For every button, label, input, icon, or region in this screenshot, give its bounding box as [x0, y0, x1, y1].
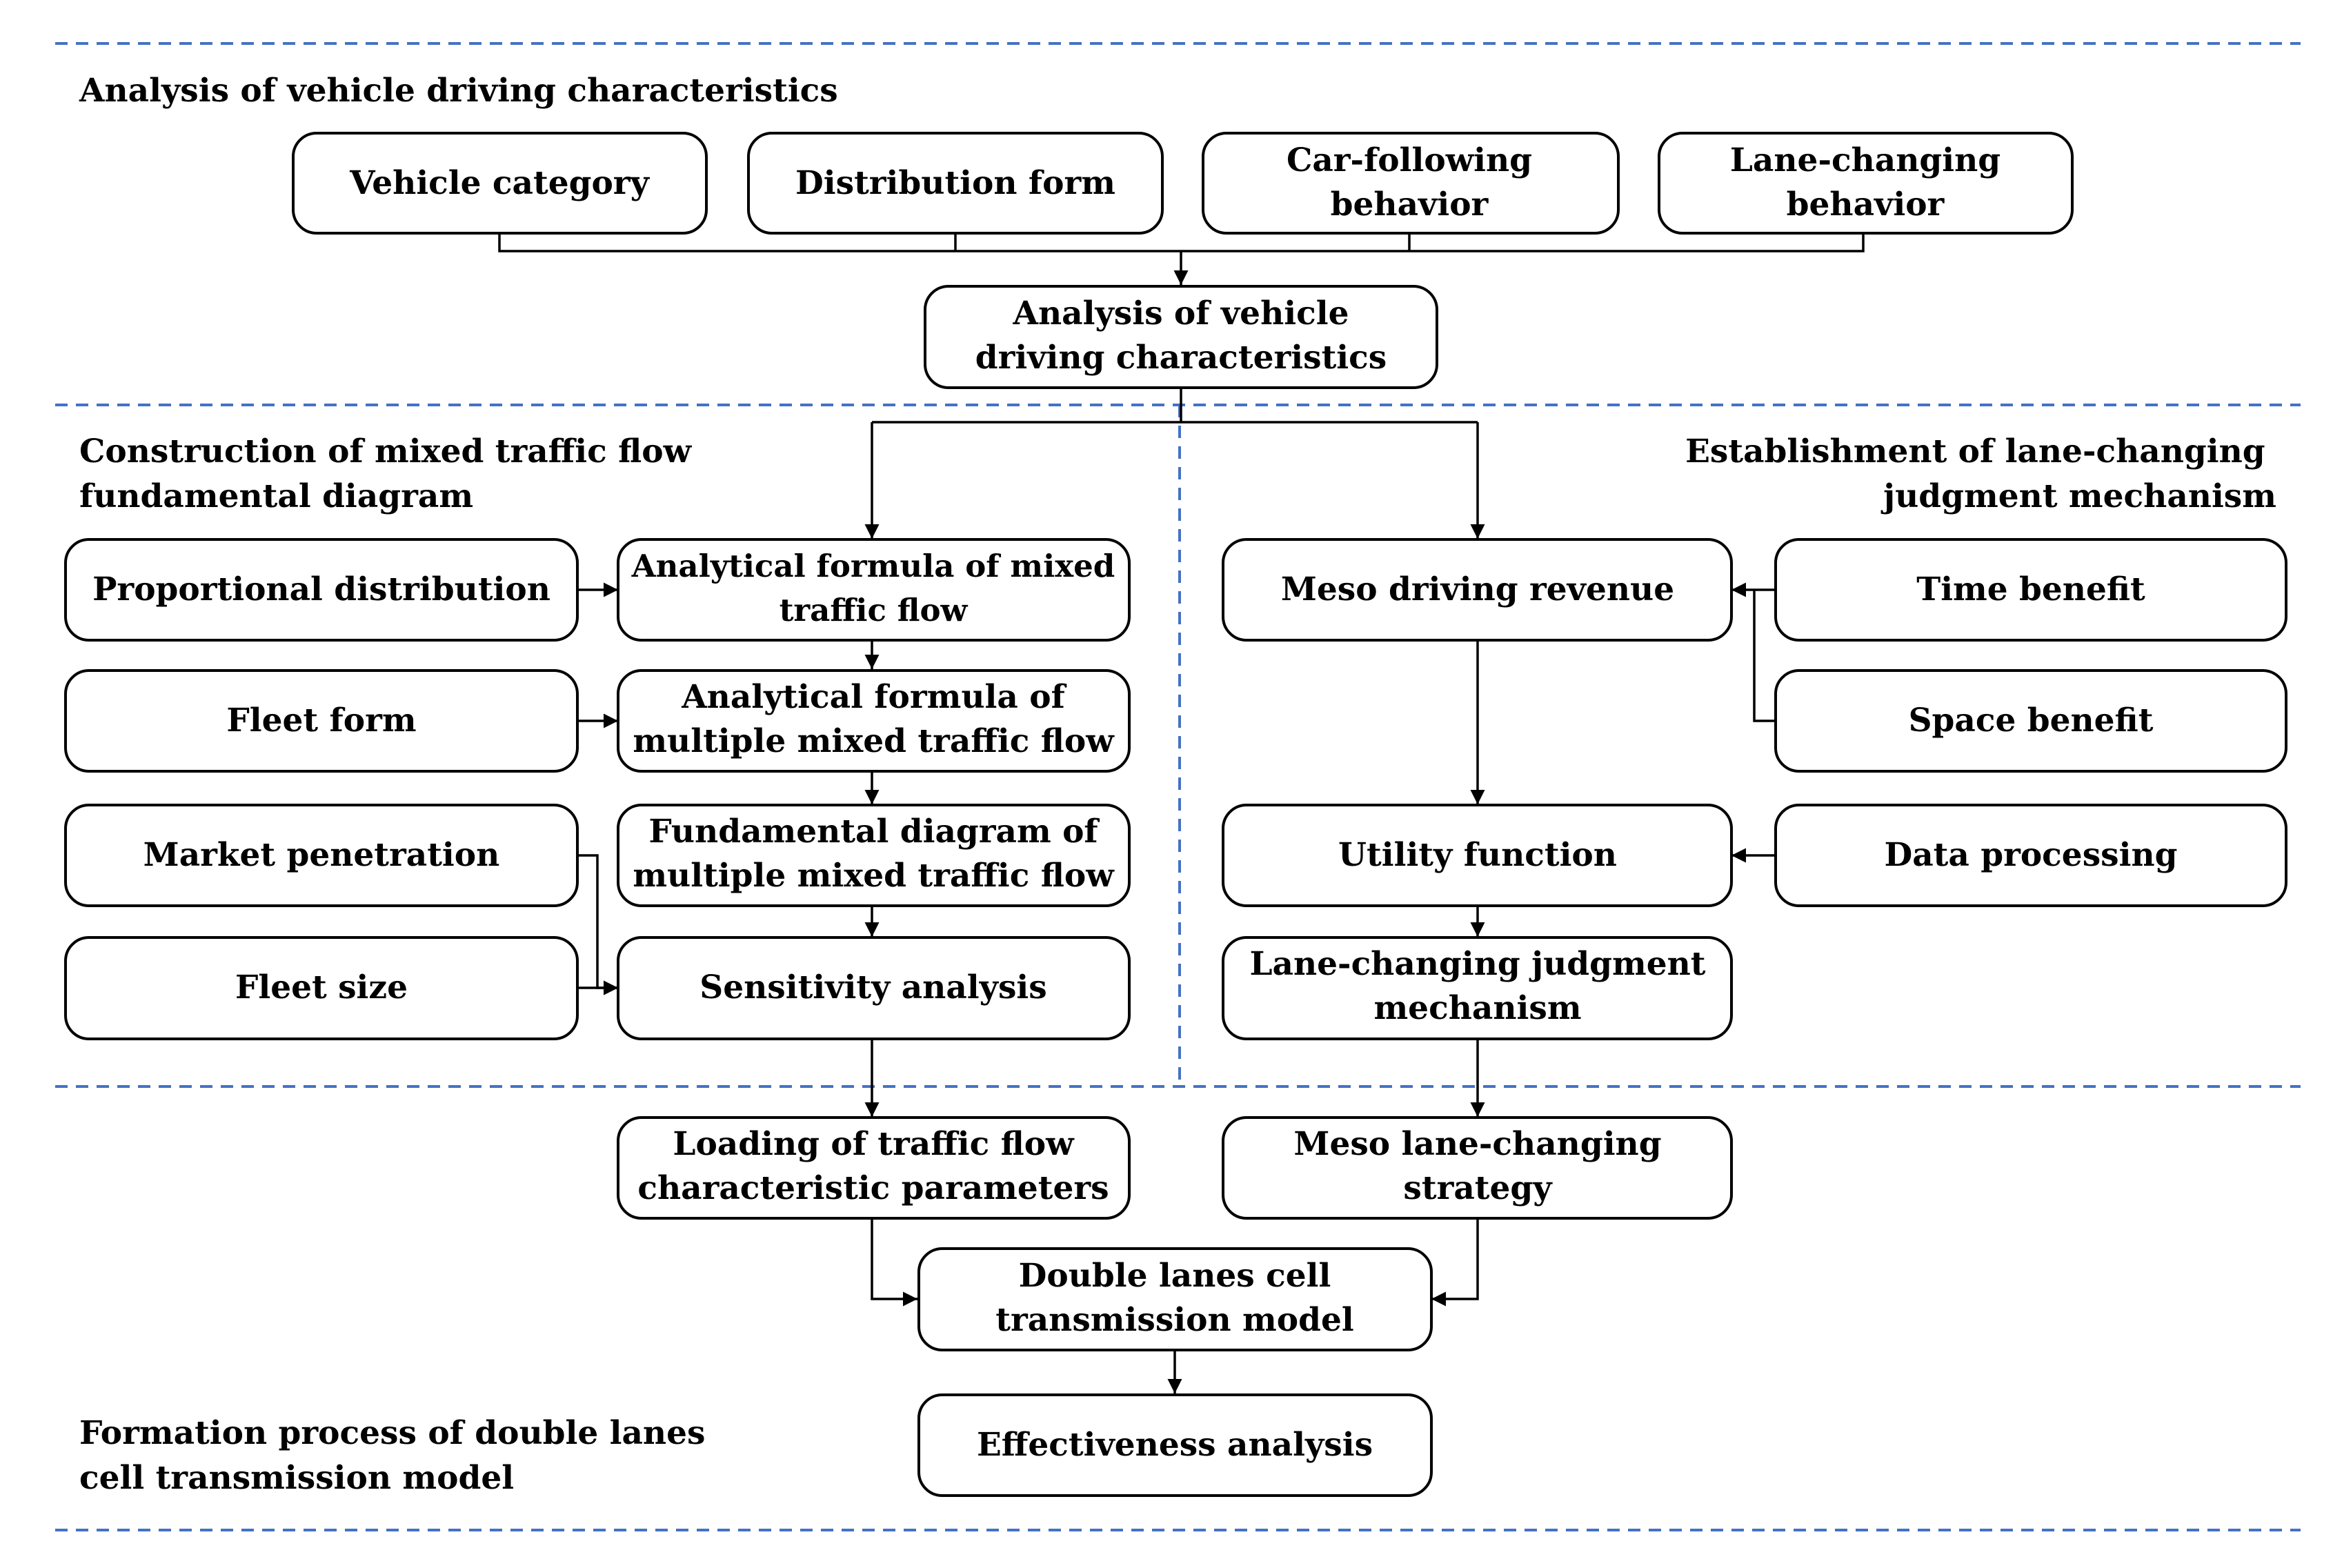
- section-title-establishment-line2: judgment mechanism: [1880, 477, 2276, 515]
- section-title-construction: Construction of mixed traffic flow funda…: [79, 433, 702, 515]
- box-effectiveness: Effectiveness analysis: [917, 1393, 1433, 1497]
- connector-strategy-to-double: [1431, 1218, 1479, 1307]
- box-market-penetration-label: Market penetration: [143, 836, 500, 874]
- box-fleet-form: Fleet form: [64, 669, 579, 773]
- section-title-construction-line1: Construction of mixed traffic flow: [79, 433, 693, 470]
- box-fleet-size-label: Fleet size: [235, 969, 408, 1006]
- section-separators: [55, 42, 2301, 1531]
- connector-loading-to-double: [871, 1218, 917, 1307]
- box-data-processing-label: Data processing: [1884, 836, 2177, 874]
- box-market-penetration: Market penetration: [64, 804, 579, 907]
- box-fleet-form-label: Fleet form: [226, 702, 416, 740]
- box-effectiveness-label: Effectiveness analysis: [977, 1426, 1373, 1464]
- connector-market-to-sensitivity: [577, 854, 618, 995]
- section-title-establishment-line1: Establishment of lane-changing: [1685, 433, 2265, 470]
- section-title-formation-line1: Formation process of double lanes: [79, 1414, 705, 1452]
- box-time-benefit-label: Time benefit: [1916, 570, 2145, 608]
- box-space-benefit: Space benefit: [1774, 669, 2287, 773]
- connector-space-to-revenue: [1753, 590, 1776, 722]
- boxes: Vehicle category Distribution form Car-f…: [64, 132, 2287, 1497]
- section-title-analysis: Analysis of vehicle driving characterist…: [79, 72, 838, 110]
- box-meso-revenue-label: Meso driving revenue: [1281, 570, 1674, 608]
- box-fleet-size: Fleet size: [64, 936, 579, 1040]
- section-titles: Analysis of vehicle driving characterist…: [79, 72, 2276, 1497]
- box-utility-label: Utility function: [1338, 836, 1617, 874]
- box-time-benefit: Time benefit: [1774, 538, 2287, 642]
- box-sensitivity-label: Sensitivity analysis: [699, 969, 1046, 1006]
- section-title-formation: Formation process of double lanes cell t…: [79, 1414, 717, 1497]
- box-utility: Utility function: [1222, 804, 1733, 907]
- connectors: [498, 233, 1865, 1393]
- box-space-benefit-label: Space benefit: [1909, 702, 2154, 740]
- box-distribution-form: Distribution form: [747, 132, 1164, 235]
- box-data-processing: Data processing: [1774, 804, 2287, 907]
- box-distribution-form-label: Distribution form: [795, 164, 1115, 202]
- section-title-formation-line2: cell transmission model: [79, 1459, 514, 1497]
- box-vehicle-category: Vehicle category: [292, 132, 708, 235]
- connector-top-merge: [498, 233, 1865, 252]
- box-meso-revenue: Meso driving revenue: [1222, 538, 1733, 642]
- box-proportional-distribution-label: Proportional distribution: [92, 570, 550, 608]
- section-title-construction-line2: fundamental diagram: [79, 477, 473, 515]
- box-vehicle-category-label: Vehicle category: [349, 164, 650, 202]
- box-sensitivity: Sensitivity analysis: [617, 936, 1131, 1040]
- section-title-establishment: Establishment of lane-changing judgment …: [1685, 433, 2276, 515]
- box-proportional-distribution: Proportional distribution: [64, 538, 579, 642]
